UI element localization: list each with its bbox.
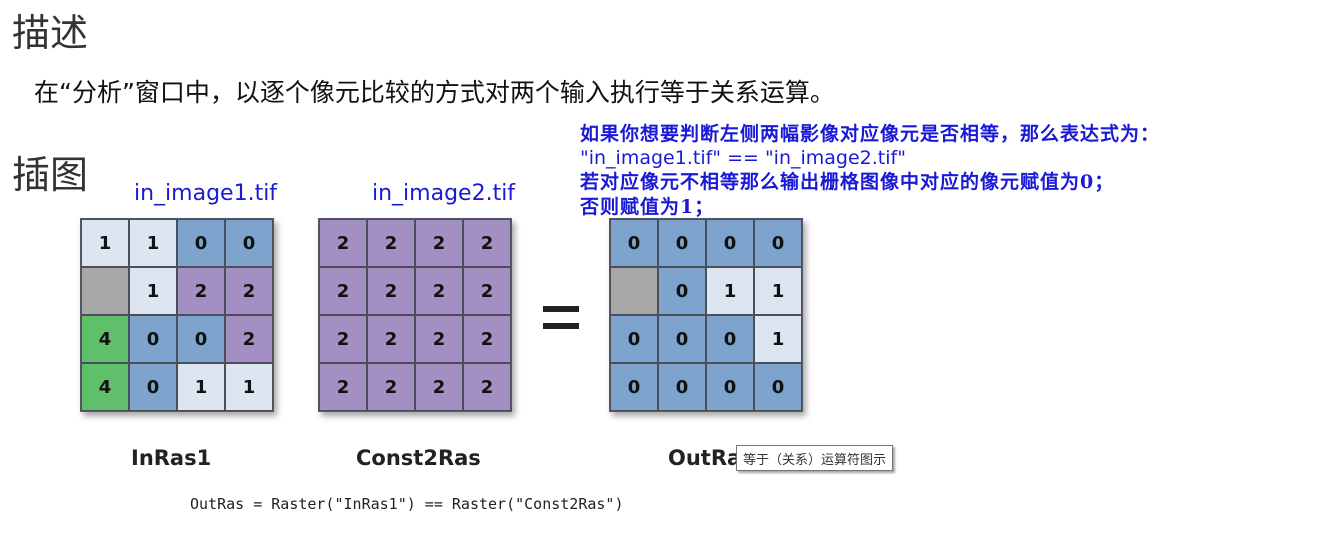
outras-cell: 0 bbox=[658, 363, 706, 411]
inras1-cell: 0 bbox=[129, 363, 177, 411]
image-tooltip: 等于（关系）运算符图示 bbox=[736, 445, 894, 471]
equals-operator bbox=[543, 306, 579, 332]
inras1-cell: 0 bbox=[177, 219, 225, 267]
const2ras-cell: 2 bbox=[319, 219, 367, 267]
outras-cell: 0 bbox=[610, 219, 658, 267]
annotation-line-3: 若对应像元不相等那么输出栅格图像中对应的像元赋值为0； bbox=[580, 171, 1115, 193]
annotation-expression: "in_image1.tif" == "in_image2.tif" bbox=[580, 147, 906, 169]
code-expression: OutRas = Raster("InRas1") == Raster("Con… bbox=[190, 495, 624, 513]
description-heading: 描述 bbox=[12, 11, 89, 55]
const2ras-cell: 2 bbox=[319, 363, 367, 411]
description-text: 在“分析”窗口中，以逐个像元比较的方式对两个输入执行等于关系运算。 bbox=[34, 78, 835, 107]
label-in-image1: in_image1.tif bbox=[134, 181, 278, 206]
caption-outras: OutRas bbox=[668, 448, 736, 469]
const2ras-cell: 2 bbox=[463, 315, 511, 363]
annotation-line-4: 否则赋值为1； bbox=[580, 196, 715, 218]
inras1-cell: 1 bbox=[129, 267, 177, 315]
outras-cell: 0 bbox=[754, 219, 802, 267]
const2ras-cell: 2 bbox=[415, 315, 463, 363]
equals-bar-top bbox=[543, 306, 579, 312]
caption-inras1: InRas1 bbox=[131, 446, 212, 470]
inras1-cell: 2 bbox=[177, 267, 225, 315]
caption-const2ras: Const2Ras bbox=[356, 446, 481, 470]
const2ras-cell: 2 bbox=[367, 363, 415, 411]
outras-cell: 1 bbox=[706, 267, 754, 315]
inras1-cell: 0 bbox=[225, 219, 273, 267]
outras-cell: 0 bbox=[658, 219, 706, 267]
const2ras-cell: 2 bbox=[367, 219, 415, 267]
outras-cell: 0 bbox=[658, 267, 706, 315]
const2ras-cell: 2 bbox=[463, 219, 511, 267]
inras1-cell: 1 bbox=[225, 363, 273, 411]
const2ras-cell: 2 bbox=[415, 219, 463, 267]
outras-cell: 1 bbox=[754, 315, 802, 363]
const2ras-cell: 2 bbox=[415, 363, 463, 411]
equals-bar-bottom bbox=[543, 323, 579, 329]
inras1-cell: 2 bbox=[225, 267, 273, 315]
outras-cell: 0 bbox=[658, 315, 706, 363]
outras-cell: 0 bbox=[610, 363, 658, 411]
outras-cell: 0 bbox=[706, 219, 754, 267]
outras-cell: 0 bbox=[706, 315, 754, 363]
outras-cell bbox=[610, 267, 658, 315]
annotation-line-1: 如果你想要判断左侧两幅影像对应像元是否相等，那么表达式为： bbox=[580, 123, 1161, 145]
const2ras-cell: 2 bbox=[319, 315, 367, 363]
inras1-cell: 1 bbox=[129, 219, 177, 267]
const2ras-cell: 2 bbox=[367, 267, 415, 315]
outras-cell: 1 bbox=[754, 267, 802, 315]
outras-cell: 0 bbox=[610, 315, 658, 363]
inras1-cell bbox=[81, 267, 129, 315]
inras1-cell: 0 bbox=[129, 315, 177, 363]
const2ras-cell: 2 bbox=[319, 267, 367, 315]
const2ras-cell: 2 bbox=[415, 267, 463, 315]
outras-cell: 0 bbox=[754, 363, 802, 411]
illustration-heading: 插图 bbox=[12, 153, 89, 197]
inras1-cell: 1 bbox=[81, 219, 129, 267]
const2ras-cell: 2 bbox=[463, 267, 511, 315]
const2ras-cell: 2 bbox=[463, 363, 511, 411]
const2ras-cell: 2 bbox=[367, 315, 415, 363]
inras1-cell: 1 bbox=[177, 363, 225, 411]
outras-cell: 0 bbox=[706, 363, 754, 411]
inras1-cell: 0 bbox=[177, 315, 225, 363]
label-in-image2: in_image2.tif bbox=[372, 181, 516, 206]
inras1-cell: 4 bbox=[81, 363, 129, 411]
inras1-cell: 4 bbox=[81, 315, 129, 363]
inras1-cell: 2 bbox=[225, 315, 273, 363]
